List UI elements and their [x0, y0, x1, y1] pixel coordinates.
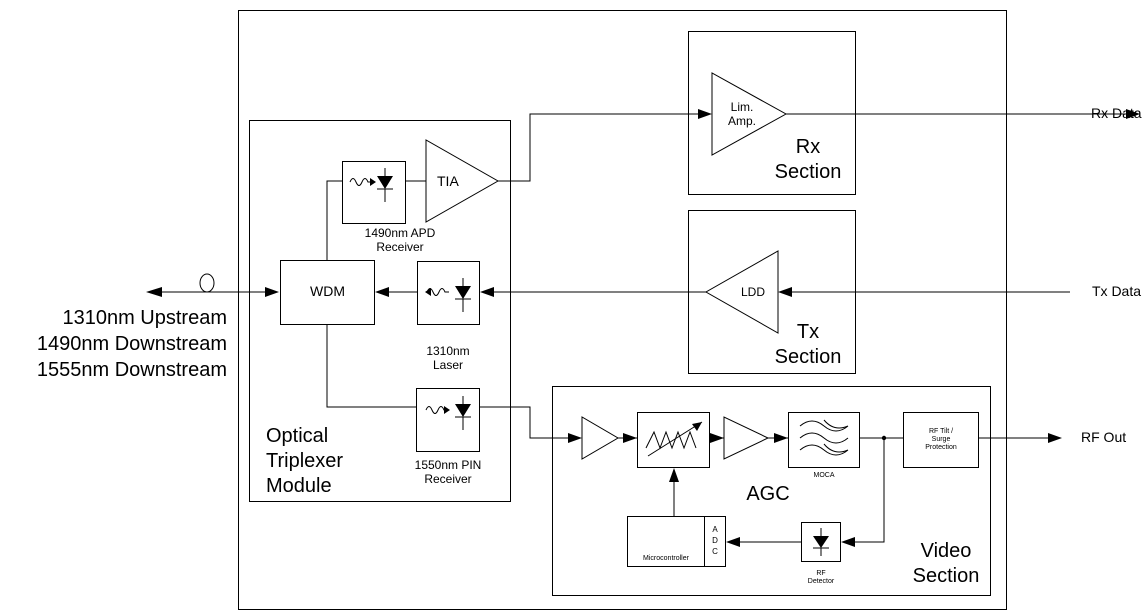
video-amp-triangle [723, 416, 770, 460]
wavelength-downstream-1555: 1555nm Downstream [36, 359, 227, 381]
amp-to-moca-arrow [774, 433, 788, 443]
preamp-to-attenuator-arrow [623, 433, 637, 443]
video-section-title: Video Section [912, 540, 980, 587]
detector-tap-line [852, 438, 885, 543]
laser-diode-icon [455, 286, 471, 299]
tx-data-label: Tx Data [1092, 283, 1142, 299]
video-preamp-triangle [581, 416, 619, 460]
tia-label: TIA [437, 173, 459, 189]
laser-label: 1310nm Laser [426, 344, 470, 372]
pin-diode-icon [455, 404, 471, 417]
filter-waves-icon [799, 419, 849, 456]
ldd-label: LDD [740, 285, 765, 299]
lim-amp-label: Lim. Amp. [727, 100, 756, 128]
variable-attenuator-icon [645, 421, 703, 457]
adc-label: A D C [712, 525, 718, 556]
rf-out-label: RF Out [1081, 429, 1127, 445]
pin-to-video-line [480, 406, 572, 439]
rf-tilt-block [903, 412, 979, 468]
wdm-to-pin-line [326, 325, 416, 408]
pin-photodiode-block [416, 388, 480, 452]
fiber-to-wdm-arrow [265, 287, 279, 297]
agc-label: AGC [746, 483, 790, 505]
rx-data-arrow [1126, 109, 1140, 119]
tia-to-rx-line [498, 113, 700, 182]
fiber-out-arrow [146, 287, 162, 297]
tia-to-lim-amp-arrow [698, 109, 712, 119]
mcu-to-attenuator-arrow [669, 468, 679, 482]
wdm-block [280, 260, 375, 325]
rf-detector-label: RF Detector [807, 570, 835, 585]
tap-to-detector-arrow [841, 537, 855, 547]
pin-receiver-label: 1550nm PIN Receiver [414, 458, 482, 486]
optical-module-title: Optical Triplexer Module [266, 425, 344, 497]
wdm-to-apd-line [326, 180, 342, 260]
adc-block [704, 516, 726, 567]
apd-diode-icon [377, 176, 393, 189]
rf-out-arrow [1048, 433, 1062, 443]
detector-to-adc-arrow [726, 537, 740, 547]
wdm-label: WDM [310, 283, 345, 299]
tia-amplifier-triangle [425, 139, 500, 223]
wavelength-upstream-1310: 1310nm Upstream [62, 307, 227, 329]
rf-detector-diode-icon [813, 536, 829, 548]
tx-section-title: Tx Section [774, 321, 842, 368]
moca-filter-block [788, 412, 860, 468]
ldd-to-laser-arrow [480, 287, 494, 297]
microcontroller-label: Microcontroller [643, 555, 689, 562]
apd-photodiode-block [342, 161, 406, 224]
wavelength-downstream-1490: 1490nm Downstream [36, 333, 227, 355]
laser-to-wdm-arrow [375, 287, 389, 297]
moca-label: MOCA [813, 472, 835, 479]
laser-light-wave-icon [426, 288, 449, 296]
wavelength-labels: 1310nm Upstream 1490nm Downstream 1555nm… [37, 305, 227, 383]
apd-light-wave-icon [349, 178, 374, 186]
attenuator-to-amp-arrow [710, 433, 724, 443]
pin-to-video-arrow [568, 433, 582, 443]
rf-tilt-label: RF Tilt / Surge Protection [925, 428, 957, 451]
pin-light-wave-icon [425, 406, 448, 414]
fiber-loop-icon [199, 273, 215, 293]
junction-dot [881, 435, 887, 441]
tx-data-arrow-to-ldd [778, 287, 792, 297]
rx-section-title: Rx Section [774, 136, 842, 183]
apd-receiver-label: 1490nm APD Receiver [364, 226, 436, 254]
rx-data-label: Rx Data [1091, 105, 1142, 121]
